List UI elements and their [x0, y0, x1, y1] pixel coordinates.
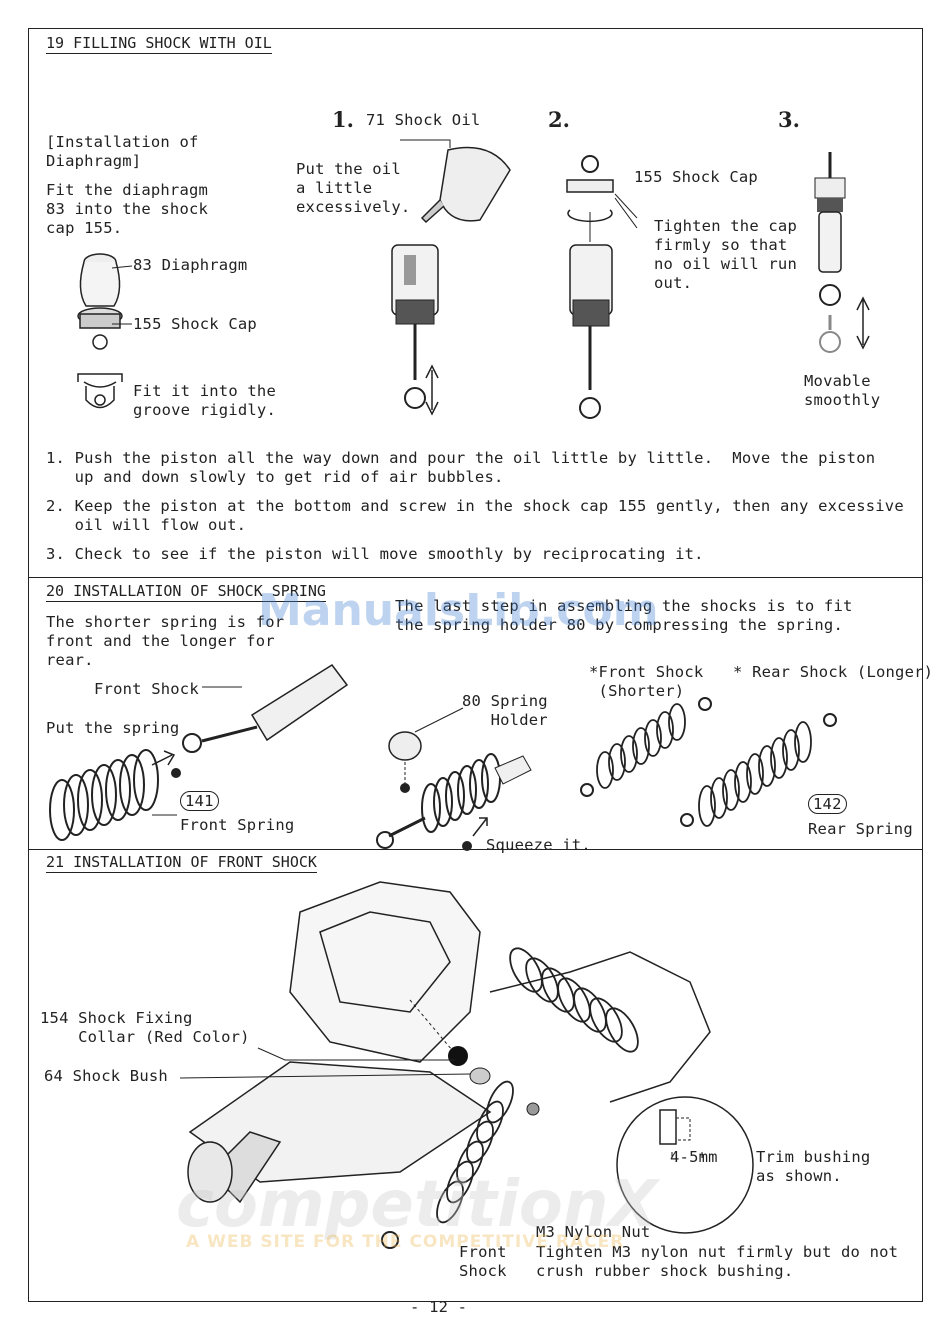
spring-142: 142 — [808, 794, 847, 814]
shock-movable-drawing — [814, 152, 870, 353]
install-heading: [Installation of Diaphragm] — [46, 133, 199, 170]
front-shock-spring-drawing — [49, 663, 349, 841]
label-rear-longer: * Rear Shock (Longer) — [733, 663, 934, 681]
spring-holder-drawing — [376, 707, 532, 851]
spring-141: 141 — [180, 791, 219, 811]
step-1-label: 71 Shock Oil — [366, 111, 481, 129]
page-number: - 12 - — [410, 1298, 468, 1316]
label-front-shock-21: Front Shock — [459, 1243, 507, 1280]
oil-bottle-shock-drawing — [391, 139, 511, 416]
competitionx-tagline: A WEB SITE FOR THE COMPETITIVE RACER — [186, 1232, 625, 1252]
front-rear-shocks-drawing — [580, 697, 837, 827]
step-2-label: 155 Shock Cap — [634, 168, 758, 186]
label-collar: 154 Shock Fixing Collar (Red Color) — [40, 1009, 250, 1046]
label-put-spring: Put the spring — [46, 719, 180, 737]
step-3-number: 3. — [778, 107, 800, 132]
label-squeeze: Squeeze it. — [486, 836, 591, 854]
label-diaphragm: 83 Diaphragm — [133, 256, 248, 274]
section-20-title: 20 INSTALLATION OF SHOCK SPRING — [46, 582, 326, 602]
instruction-2: 2. Keep the piston at the bottom and scr… — [46, 497, 904, 534]
manualslib-watermark: ManualsLib.com — [258, 585, 659, 636]
section-21-title: 21 INSTALLATION OF FRONT SHOCK — [46, 853, 317, 873]
install-text: Fit the diaphragm 83 into the shock cap … — [46, 181, 209, 237]
cap-tighten-drawing — [566, 155, 638, 419]
label-front-shock: Front Shock — [94, 680, 199, 698]
divider-21 — [28, 849, 923, 850]
divider-20 — [28, 577, 923, 578]
label-shock-cap: 155 Shock Cap — [133, 315, 257, 333]
label-tighten: Tighten M3 nylon nut firmly but do not c… — [536, 1243, 899, 1280]
section-19-title: 19 FILLING SHOCK WITH OIL — [46, 34, 272, 54]
diaphragm-leader — [111, 265, 133, 325]
label-dimension: 4-5mm — [670, 1148, 718, 1166]
step-2-text: Tighten the cap firmly so that no oil wi… — [654, 217, 797, 292]
diaphragm-cap-drawing — [77, 253, 123, 409]
fit-groove: Fit it into the groove rigidly. — [133, 382, 276, 419]
label-bush: 64 Shock Bush — [44, 1067, 168, 1085]
competitionx-watermark: competitionX — [176, 1168, 658, 1242]
spring-right-text: The last step in assembling the shocks i… — [395, 597, 853, 634]
step-3-text: Movable smoothly — [804, 372, 881, 409]
step-1-text: Put the oil a little excessively. — [296, 160, 411, 216]
page-frame — [28, 28, 923, 1302]
label-trim: Trim bushing as shown. — [756, 1148, 871, 1185]
label-rear-spring: Rear Spring — [808, 820, 913, 838]
label-nylon-nut: M3 Nylon Nut — [536, 1223, 651, 1241]
label-front-spring: Front Spring — [180, 816, 295, 834]
label-spring-holder: 80 Spring Holder — [462, 692, 548, 729]
label-front-shorter: *Front Shock (Shorter) — [589, 663, 704, 700]
step-1-number: 1. — [332, 107, 354, 132]
front-suspension-drawing — [187, 881, 711, 1249]
spring-left-text: The shorter spring is for front and the … — [46, 613, 285, 669]
collar-bush-leaders — [179, 1047, 471, 1079]
trim-detail-circle — [616, 1096, 754, 1234]
step-2-number: 2. — [548, 107, 570, 132]
instruction-3: 3. Check to see if the piston will move … — [46, 545, 704, 563]
instruction-1: 1. Push the piston all the way down and … — [46, 449, 876, 486]
